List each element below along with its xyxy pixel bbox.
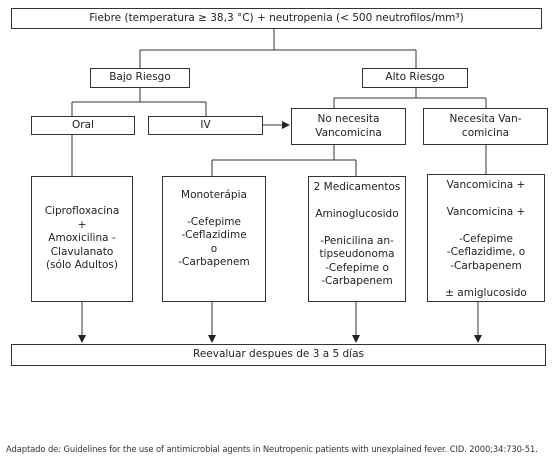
iv-box: IV bbox=[148, 116, 263, 135]
alto-riesgo-box: Alto Riesgo bbox=[362, 68, 468, 88]
bajo-riesgo-box: Bajo Riesgo bbox=[90, 68, 190, 88]
oral-regimen-label: Ciprofloxacina + Amoxicilina - Clavulana… bbox=[44, 205, 120, 272]
iv-label: IV bbox=[200, 118, 211, 131]
necesita-vancomicina-label: Necesita Van- comicina bbox=[449, 113, 522, 139]
oral-regimen-box: Ciprofloxacina + Amoxicilina - Clavulana… bbox=[31, 176, 133, 302]
bajo-riesgo-label: Bajo Riesgo bbox=[109, 71, 171, 84]
monoterapia-box: Monoterápia -Cefepime -Ceflazidime o -Ca… bbox=[162, 176, 266, 302]
source-caption: Adaptado de: Guidelines for the use of a… bbox=[6, 444, 538, 454]
no-necesita-vancomicina-box: No necesita Vancomicina bbox=[291, 108, 406, 145]
fever-neutropenia-label: Fiebre (temperatura ≥ 38,3 °C) + neutrop… bbox=[89, 11, 464, 24]
oral-label: Oral bbox=[72, 118, 94, 131]
reevaluar-label: Reevaluar despues de 3 a 5 días bbox=[193, 348, 364, 361]
oral-box: Oral bbox=[31, 116, 135, 135]
dos-medicamentos-label: 2 Medicamentos Aminoglucosido -Penicilin… bbox=[313, 181, 401, 288]
alto-riesgo-label: Alto Riesgo bbox=[385, 71, 445, 84]
vancomicina-label: Vancomicina + Vancomicina + -Cefepime -C… bbox=[445, 179, 527, 299]
vancomicina-box: Vancomicina + Vancomicina + -Cefepime -C… bbox=[427, 174, 545, 302]
dos-medicamentos-box: 2 Medicamentos Aminoglucosido -Penicilin… bbox=[308, 176, 406, 302]
necesita-vancomicina-box: Necesita Van- comicina bbox=[423, 108, 548, 145]
monoterapia-label: Monoterápia -Cefepime -Ceflazidime o -Ca… bbox=[178, 189, 250, 269]
reevaluar-box: Reevaluar despues de 3 a 5 días bbox=[11, 344, 546, 366]
no-necesita-vancomicina-label: No necesita Vancomicina bbox=[315, 113, 382, 139]
fever-neutropenia-box: Fiebre (temperatura ≥ 38,3 °C) + neutrop… bbox=[11, 8, 542, 29]
